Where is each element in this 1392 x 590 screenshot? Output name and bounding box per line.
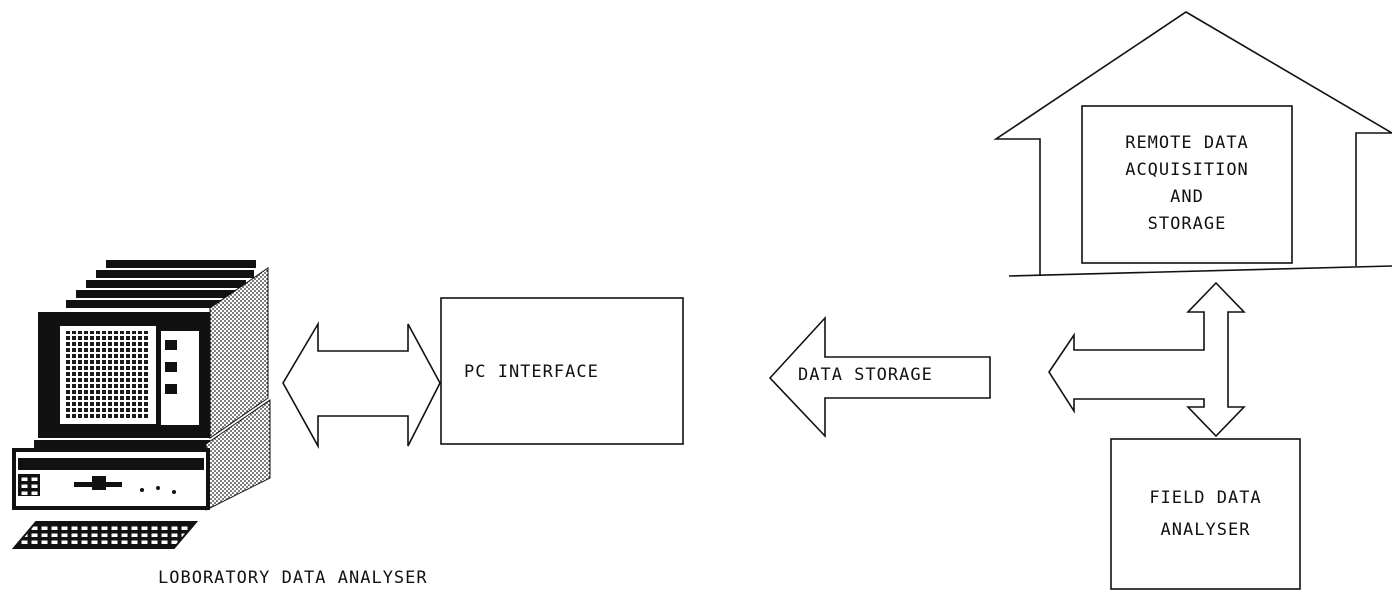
remote-station-line-3: AND <box>1170 187 1204 207</box>
pc-interface-box <box>440 297 684 445</box>
lab-pc-double-arrow <box>282 321 441 450</box>
field-analyser-line-1: FIELD DATA <box>1149 488 1262 508</box>
data-storage-arrow <box>768 315 991 439</box>
remote-station-line-4: STORAGE <box>1147 214 1227 234</box>
field-analyser-line-2: ANALYSER <box>1160 520 1251 540</box>
junction-arrows <box>1048 281 1246 438</box>
remote-station-line-1: REMOTE DATA <box>1125 133 1249 153</box>
remote-station-line-2: ACQUISITION <box>1125 160 1249 180</box>
house-icon <box>993 11 1392 277</box>
desktop-computer-icon <box>11 260 271 549</box>
field-analyser-box <box>1110 438 1301 590</box>
data-storage-label: DATA STORAGE <box>798 365 933 385</box>
pc-interface-label: PC INTERFACE <box>464 362 599 382</box>
laboratory-analyser-label: LOBORATORY DATA ANALYSER <box>158 568 428 588</box>
